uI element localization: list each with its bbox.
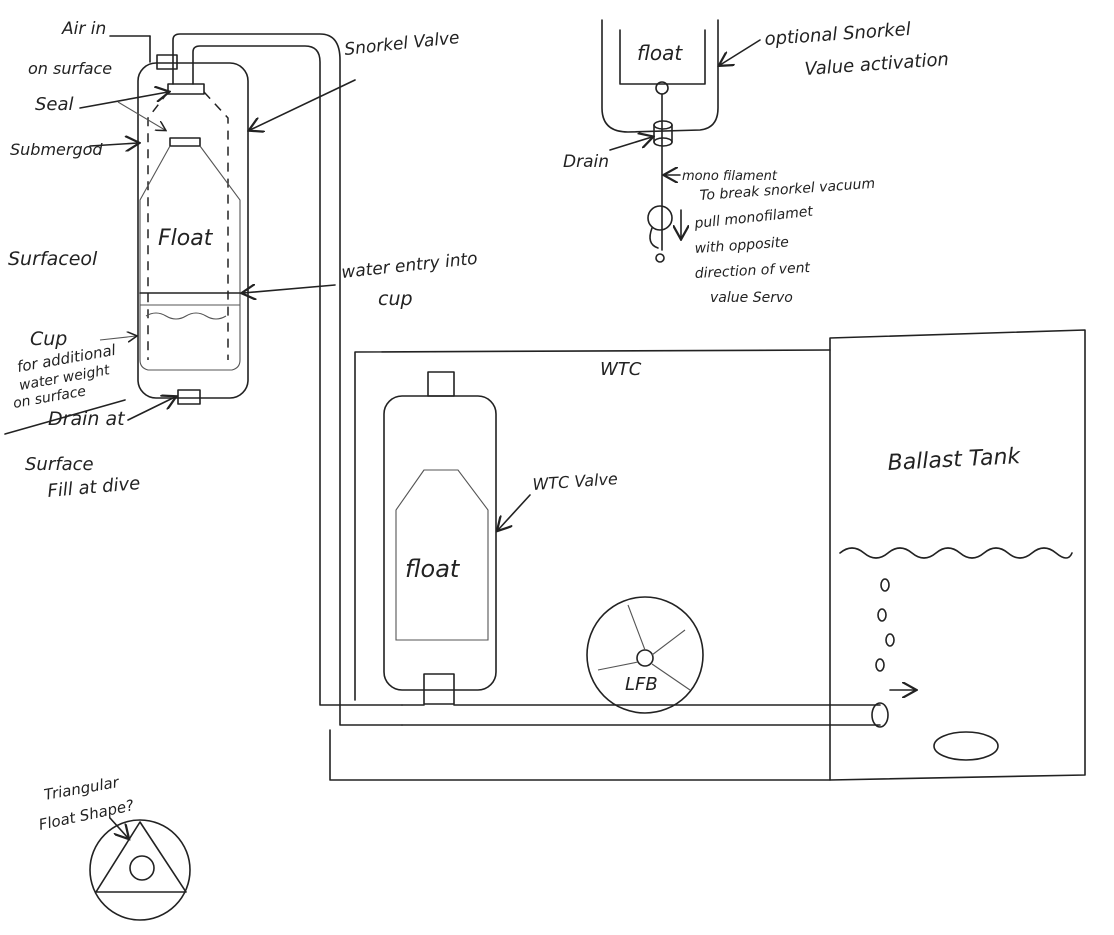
submerged-dashed-bottle bbox=[147, 91, 229, 360]
label-note-4: direction of vent bbox=[694, 260, 811, 282]
label-mono-filament: mono filament bbox=[682, 169, 778, 184]
label-valve-activation: Value activation bbox=[804, 49, 950, 80]
label-wtc: WTC bbox=[600, 359, 642, 380]
label-seal: Seal bbox=[35, 94, 74, 115]
float-bottle bbox=[139, 145, 241, 371]
snorkel-activation-float bbox=[601, 19, 719, 263]
label-note-3: with opposite bbox=[694, 234, 789, 257]
label-water-entry-cup: cup bbox=[378, 288, 413, 310]
water-surface bbox=[839, 547, 1073, 559]
float-neck bbox=[169, 137, 201, 147]
text-labels: Air in on surface Seal Submergod Surface… bbox=[8, 19, 1022, 834]
wtc-valve-housing bbox=[383, 395, 497, 691]
label-float-top: float bbox=[637, 41, 683, 65]
label-triangular: Triangular bbox=[43, 773, 121, 804]
label-float-left: Float bbox=[158, 226, 214, 251]
label-on-surface: on surface bbox=[28, 59, 112, 78]
label-water-entry: water entry into bbox=[340, 249, 478, 283]
wtc-bottom-fitting bbox=[423, 673, 455, 705]
ballast-weight bbox=[933, 731, 999, 761]
seal-cap bbox=[167, 83, 205, 95]
label-ballast-tank: Ballast Tank bbox=[887, 444, 1022, 476]
label-cup: Cup bbox=[30, 328, 67, 350]
air-inlet bbox=[156, 54, 178, 70]
label-wtc-valve: WTC Valve bbox=[532, 469, 619, 494]
cup-water bbox=[145, 312, 227, 320]
drain-fitting bbox=[177, 389, 201, 405]
lfb-pump bbox=[586, 596, 704, 714]
snorkel-pipe bbox=[172, 33, 403, 726]
label-note-2: pull monofilamet bbox=[693, 204, 814, 232]
label-optional-snorkel: optional Snorkel bbox=[764, 19, 912, 50]
label-float-wtc: float bbox=[405, 555, 461, 583]
wtc-compartment bbox=[329, 349, 915, 781]
label-lfb: LFB bbox=[625, 674, 658, 695]
label-surface: Surface bbox=[25, 454, 94, 475]
triangular-float-shape bbox=[89, 817, 191, 921]
label-note-5: value Servo bbox=[710, 290, 793, 306]
wtc-top-cap bbox=[427, 371, 455, 397]
label-drain-at: Drain at bbox=[48, 408, 126, 430]
leader-arrows bbox=[4, 35, 761, 530]
lfb-pipe bbox=[401, 704, 881, 726]
label-submerged: Submergod bbox=[10, 140, 103, 159]
label-air-in: Air in bbox=[61, 19, 106, 39]
ballast-tank bbox=[829, 329, 1086, 781]
label-drain: Drain bbox=[563, 152, 609, 172]
wtc-float-bottle bbox=[395, 469, 489, 641]
label-fill-at-dive: Fill at dive bbox=[47, 473, 142, 502]
label-snorkel-valve: Snorkel Valve bbox=[343, 28, 460, 60]
label-surfaced: Surfaceol bbox=[8, 248, 98, 270]
servo-pulley bbox=[647, 205, 673, 231]
